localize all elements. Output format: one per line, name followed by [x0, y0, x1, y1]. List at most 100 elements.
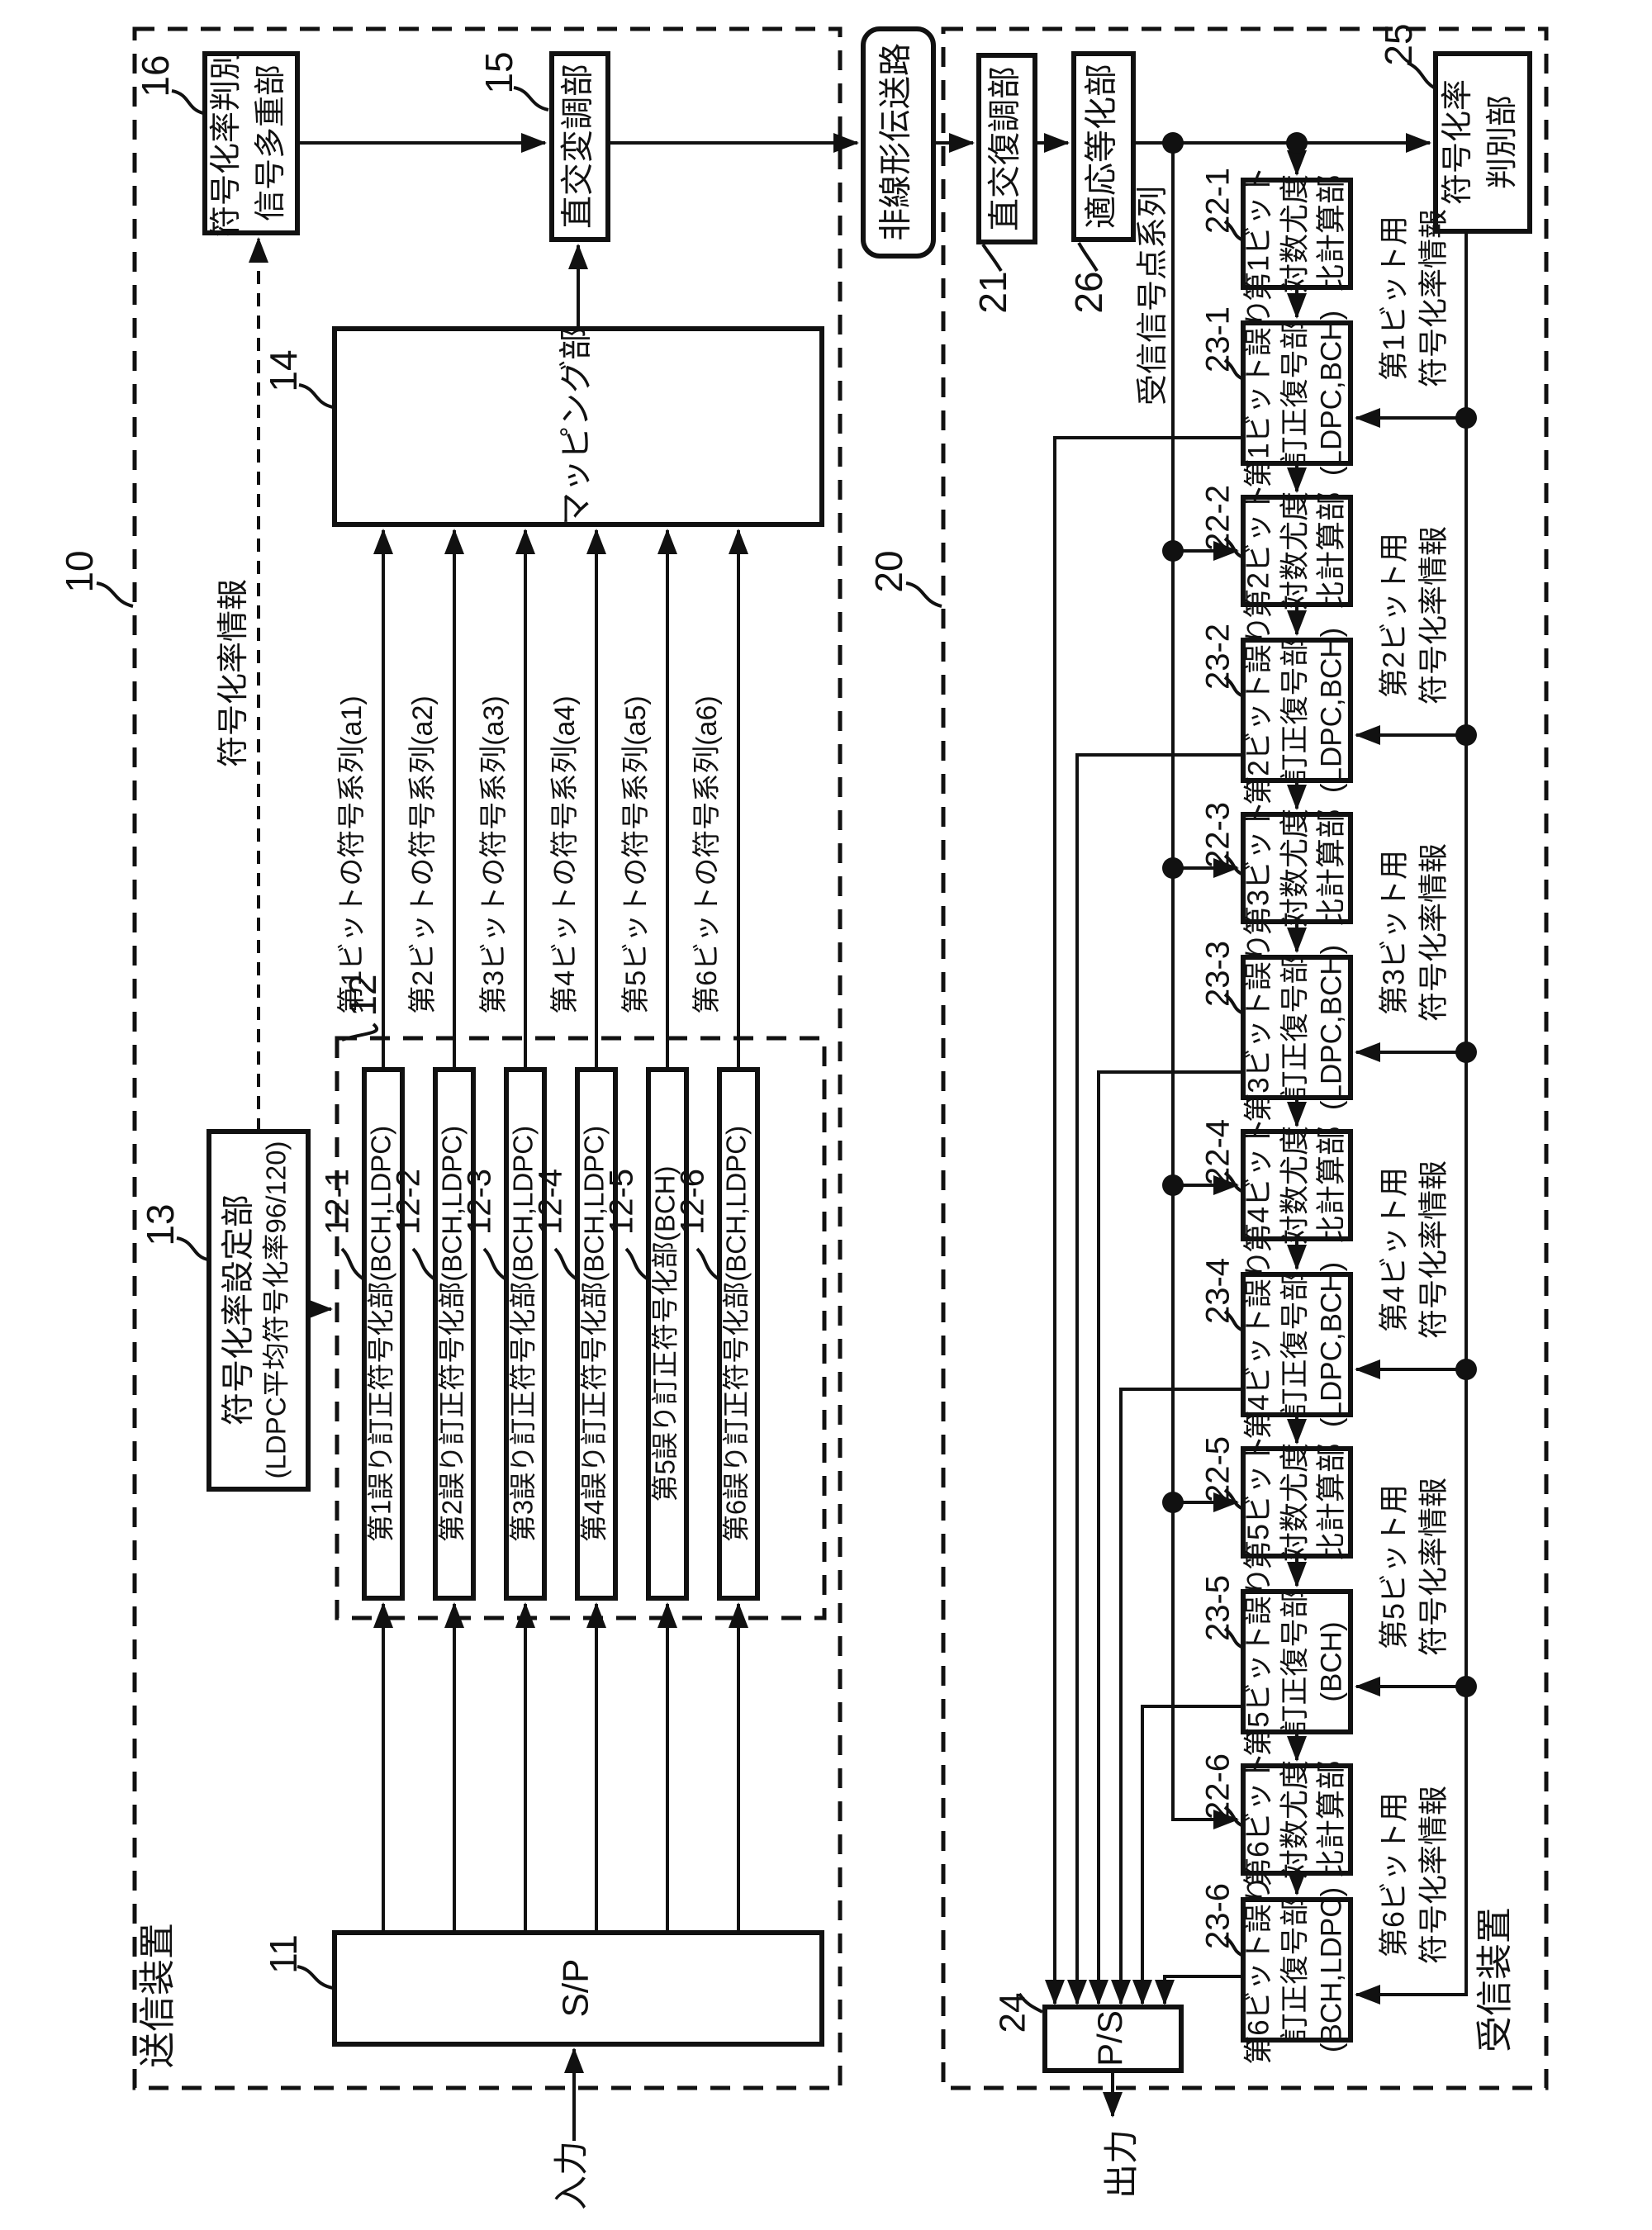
shape [1455, 1359, 1477, 1380]
decoder-box-2 [1241, 638, 1353, 783]
wire [1223, 1171, 1243, 1193]
wire [298, 383, 334, 409]
decoder-box-1 [1241, 320, 1353, 466]
wire [1223, 537, 1243, 558]
llr-4-col2: 対数尤度 [1278, 1126, 1312, 1245]
wire [1155, 1975, 1243, 2005]
encoder-ref-4: 12-4 [533, 1169, 569, 1235]
rate-detector-label-line1: 符号化率 [1441, 79, 1475, 205]
decoder-box-6 [1241, 1897, 1353, 2043]
wire [1223, 1935, 1243, 1957]
signal-series-label: 受信信号点系列 [1136, 186, 1170, 406]
llr-ref-2: 22-2 [1200, 485, 1237, 551]
llr-box-2 [1241, 495, 1353, 607]
llr-3-col2: 対数尤度 [1278, 809, 1312, 928]
transmitter-label: 送信装置 [138, 1923, 178, 2068]
llr-ref-3: 22-3 [1200, 802, 1237, 868]
decoder-ref-1: 23-1 [1200, 306, 1237, 372]
ps-label: P/S [1090, 2010, 1129, 2066]
llr-3-col1: 第3ビット [1241, 800, 1275, 936]
equalizer-box [1071, 51, 1136, 242]
wire [171, 89, 204, 115]
rate-info-3-col1: 第3ビット用 [1377, 850, 1411, 1015]
sp-box [332, 1930, 824, 2047]
encoder-label-4: 第4誤り訂正符号化部(BCH,LDPC) [579, 1126, 610, 1542]
decoder-1-col3: (LDPC,BCH) [1315, 311, 1347, 476]
wire [1045, 436, 1243, 2005]
shape [1455, 407, 1477, 429]
ps-ref: 24 [993, 1993, 1033, 2033]
wire [981, 243, 1003, 273]
mapper-label: マッピング部 [558, 327, 595, 525]
encoder-box-2 [433, 1067, 476, 1601]
wire [341, 1022, 379, 1041]
demod-label: 直交復調部 [987, 66, 1023, 231]
wire [1223, 854, 1243, 875]
wire [1132, 1705, 1243, 2005]
llr-box-3 [1241, 812, 1353, 924]
channel-box [861, 26, 936, 259]
rate-info-1-col2: 符号化率情報 [1417, 209, 1450, 387]
decoder-3-col2: 訂正復号部 [1279, 955, 1311, 1099]
decoder-box-5 [1241, 1589, 1353, 1734]
encoder-box-3 [504, 1067, 547, 1601]
rate-mux-label-line2: 信号多重部 [254, 64, 288, 221]
receiver-ref: 20 [867, 550, 910, 592]
rate-setter-box [206, 1129, 311, 1492]
wire [1077, 242, 1099, 273]
llr-2-col2: 対数尤度 [1278, 491, 1312, 610]
decoder-2-col3: (LDPC,BCH) [1315, 628, 1347, 793]
llr-4-col3: 比計算部 [1314, 1126, 1348, 1245]
llr-5-col1: 第5ビット [1241, 1435, 1275, 1570]
decoder-6-col3: (BCH,LDPC) [1315, 1887, 1347, 2052]
rate-info-5-col2: 符号化率情報 [1417, 1478, 1450, 1656]
demod-ref: 21 [971, 271, 1014, 313]
encoder-box-5 [646, 1067, 689, 1601]
channel-label: 非線形伝送路 [878, 43, 914, 241]
demod-box [976, 53, 1037, 244]
transmitter-dashed-box [132, 26, 843, 2090]
encoder-ref-2: 12-2 [391, 1169, 427, 1235]
shape [1162, 1174, 1184, 1196]
encoder-ref-6: 12-6 [675, 1169, 711, 1235]
llr-ref-6: 22-6 [1200, 1753, 1237, 1820]
llr-4-col1: 第4ビット [1241, 1117, 1275, 1253]
llr-2-col1: 第2ビット [1241, 483, 1275, 619]
rate-setter-ref: 13 [139, 1203, 182, 1245]
wire [176, 1236, 208, 1261]
decoder-box-3 [1241, 955, 1353, 1100]
wire [1223, 1310, 1243, 1331]
junction-dots [1162, 132, 1477, 1697]
decoder-1-col2: 訂正復号部 [1279, 320, 1311, 465]
wire [1223, 993, 1243, 1014]
llr-5-col3: 比計算部 [1314, 1443, 1348, 1562]
modulator-box [549, 51, 610, 242]
wire [1223, 358, 1243, 380]
wire [297, 1965, 334, 1990]
wire [1223, 220, 1243, 241]
decoder-3-col1: 第3ビット誤り [1242, 932, 1275, 1122]
equalizer-ref: 26 [1067, 271, 1110, 313]
encoder-group-ref: 12 [341, 974, 384, 1016]
decoder-4-col2: 訂正復号部 [1279, 1272, 1311, 1416]
wire [624, 1247, 648, 1280]
llr-box-5 [1241, 1446, 1353, 1559]
receiver-wiring [1045, 143, 1468, 2118]
shape [1286, 132, 1308, 154]
wire [1171, 143, 1239, 1829]
wire [1067, 753, 1243, 2005]
llr-box-6 [1241, 1763, 1353, 1876]
wire [96, 581, 134, 608]
wire [553, 1247, 577, 1280]
decoder-ref-6: 23-6 [1200, 1883, 1237, 1949]
encoder-ref-5: 12-5 [604, 1169, 640, 1235]
wire [1223, 1805, 1243, 1827]
input-label: 入力 [552, 2141, 591, 2210]
rate-info-6-col2: 符号化率情報 [1417, 1786, 1450, 1964]
rate-info-6-col1: 第6ビット用 [1377, 1792, 1411, 1957]
decoder-ref-2: 23-2 [1200, 624, 1237, 690]
llr-3-col3: 比計算部 [1314, 809, 1348, 928]
rate-detector-box [1433, 51, 1532, 234]
